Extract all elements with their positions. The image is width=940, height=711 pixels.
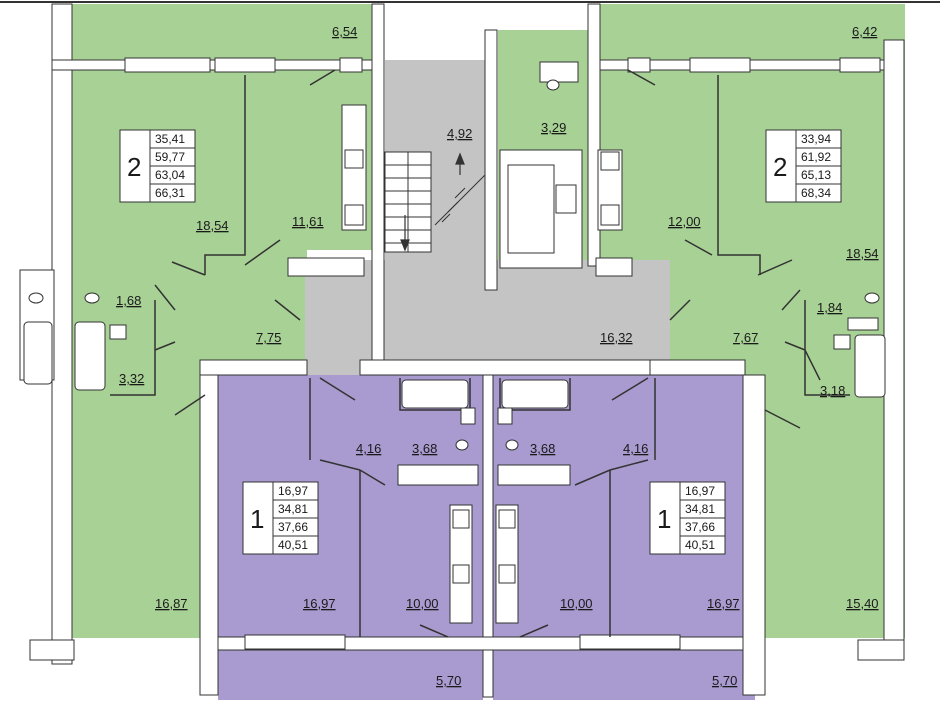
label-corridor-left: 7,75 — [256, 330, 281, 345]
area-full: 66,31 — [155, 186, 185, 200]
rooms-count: 1 — [250, 504, 264, 534]
sinks — [109, 324, 851, 425]
bathtubs — [23, 321, 886, 409]
area-living: 16,97 — [685, 484, 715, 498]
area-total: 34,81 — [685, 502, 715, 516]
label-kitchen-left: 11,61 — [292, 214, 324, 229]
label-balcony-top-left: 6,54 — [332, 24, 357, 39]
elevator — [499, 149, 583, 269]
label-wc-left: 1,68 — [116, 293, 141, 308]
label-room-right-a: 18,54 — [846, 246, 879, 261]
area-total: 61,92 — [801, 150, 831, 164]
label-bath-left: 3,32 — [119, 371, 144, 386]
label-room-1l: 16,97 — [303, 596, 336, 611]
label-hall-1l: 4,16 — [356, 441, 381, 456]
rooms-count: 1 — [657, 504, 671, 534]
apartment-info-right-1: 1 16,97 34,81 37,66 40,51 — [649, 481, 726, 555]
label-balcony-bottom-right: 5,70 — [712, 673, 737, 688]
label-wc-right: 1,84 — [817, 300, 842, 315]
rooms-count: 2 — [773, 152, 787, 182]
area-total: 59,77 — [155, 150, 185, 164]
apartment-info-right-2: 2 33,94 61,92 65,13 68,34 — [765, 129, 842, 203]
utility-blocks — [287, 61, 879, 486]
area-full: 40,51 — [685, 538, 715, 552]
label-hall-right-small: 3,29 — [541, 120, 566, 135]
label-bath-1r: 3,68 — [530, 441, 555, 456]
area-with-balcony: 63,04 — [155, 168, 185, 182]
room-labels: 6,54 6,42 4,92 3,29 18,54 11,61 12,00 18… — [116, 24, 879, 688]
apartment-info-left-2: 2 35,41 59,77 63,04 66,31 — [119, 129, 196, 203]
stair-arrows — [400, 152, 465, 252]
rooms-count: 2 — [127, 152, 141, 182]
label-hall-1r: 4,16 — [623, 441, 648, 456]
area-full: 68,34 — [801, 186, 831, 200]
area-full: 40,51 — [278, 538, 308, 552]
label-kitchen-1l: 10,00 — [406, 596, 439, 611]
label-room-left-b: 16,87 — [155, 596, 188, 611]
walls — [29, 3, 905, 698]
label-balcony-top-right: 6,42 — [852, 24, 877, 39]
apartment-info-left-1: 1 16,97 34,81 37,66 40,51 — [242, 481, 319, 555]
label-room-right-b: 15,40 — [846, 596, 879, 611]
area-total: 34,81 — [278, 502, 308, 516]
door-swings — [154, 69, 821, 638]
label-stair: 4,92 — [447, 126, 472, 141]
area-with-balcony: 37,66 — [685, 520, 715, 534]
area-with-balcony: 37,66 — [278, 520, 308, 534]
label-kitchen-1r: 10,00 — [560, 596, 593, 611]
stair-flight — [384, 151, 486, 253]
label-corridor-gray: 16,32 — [600, 330, 633, 345]
area-living: 35,41 — [155, 132, 185, 146]
kitchen-fixtures — [341, 104, 623, 624]
label-kitchen-right: 12,00 — [668, 214, 701, 229]
label-bath-right: 3,18 — [820, 383, 845, 398]
area-living: 16,97 — [278, 484, 308, 498]
label-room-left-a: 18,54 — [196, 218, 229, 233]
label-bath-1l: 3,68 — [412, 441, 437, 456]
label-corridor-right: 7,67 — [733, 330, 758, 345]
area-living: 33,94 — [801, 132, 831, 146]
partitions — [110, 75, 850, 637]
toilets — [28, 79, 880, 451]
area-with-balcony: 65,13 — [801, 168, 831, 182]
label-balcony-bottom-left: 5,70 — [436, 673, 461, 688]
label-room-1r: 16,97 — [707, 596, 740, 611]
